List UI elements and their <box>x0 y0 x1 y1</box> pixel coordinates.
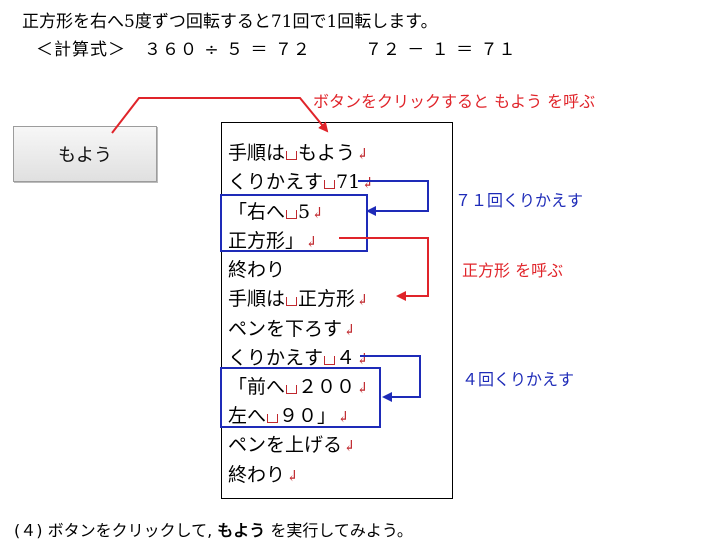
repeat-4-arrow <box>360 355 421 402</box>
formula-line: ＜計算式＞ ３６０ ÷ ５ ＝ ７２ ７２ － １ ＝ ７１ <box>36 40 517 60</box>
program-line: 終わり <box>228 259 286 281</box>
annotation-call-square: 正方形 を呼ぶ <box>462 261 564 280</box>
header-line-1: 正方形を右へ5度ずつ回転すると71回で1回転します。 <box>22 12 438 32</box>
return-mark-icon: ↲ <box>337 408 350 426</box>
repeat-71-arrow <box>358 180 429 216</box>
annotation-repeat-71: ７１回くりかえす <box>455 191 584 210</box>
space-mark-icon <box>324 356 336 365</box>
program-line: 手順は正方形↲ <box>228 288 369 310</box>
return-mark-icon: ↲ <box>305 233 318 251</box>
repeat-4-block <box>220 367 381 428</box>
return-mark-icon: ↲ <box>361 174 374 192</box>
space-mark-icon <box>286 385 298 394</box>
annotation-repeat-4: ４回くりかえす <box>462 370 575 389</box>
return-mark-icon: ↲ <box>343 437 356 455</box>
call-moyou-arrow <box>111 97 329 134</box>
space-mark-icon <box>286 151 298 160</box>
return-mark-icon: ↲ <box>311 204 324 222</box>
return-mark-icon: ↲ <box>356 145 369 163</box>
space-mark-icon <box>267 414 279 423</box>
return-mark-icon: ↲ <box>356 379 369 397</box>
repeat-71-block <box>220 194 368 252</box>
call-square-arrow <box>339 237 429 301</box>
space-mark-icon <box>324 180 336 189</box>
space-mark-icon <box>286 210 298 219</box>
program-line: ペンを下ろす↲ <box>228 318 356 340</box>
annotation-call-moyou: ボタンをクリックすると もよう を呼ぶ <box>313 92 596 111</box>
return-mark-icon: ↲ <box>286 467 299 485</box>
return-mark-icon: ↲ <box>356 350 369 368</box>
program-line: 終わり↲ <box>228 464 299 486</box>
space-mark-icon <box>286 297 298 306</box>
program-line: ペンを上げる↲ <box>228 434 356 456</box>
footer-instruction: (４) ボタンをクリックして, もよう を実行してみよう。 <box>14 521 413 540</box>
program-line: 正方形」↲ <box>228 230 318 252</box>
return-mark-icon: ↲ <box>356 291 369 309</box>
program-line: 手順はもよう↲ <box>228 142 369 164</box>
moyou-button[interactable]: もよう <box>13 126 157 182</box>
return-mark-icon: ↲ <box>343 321 356 339</box>
